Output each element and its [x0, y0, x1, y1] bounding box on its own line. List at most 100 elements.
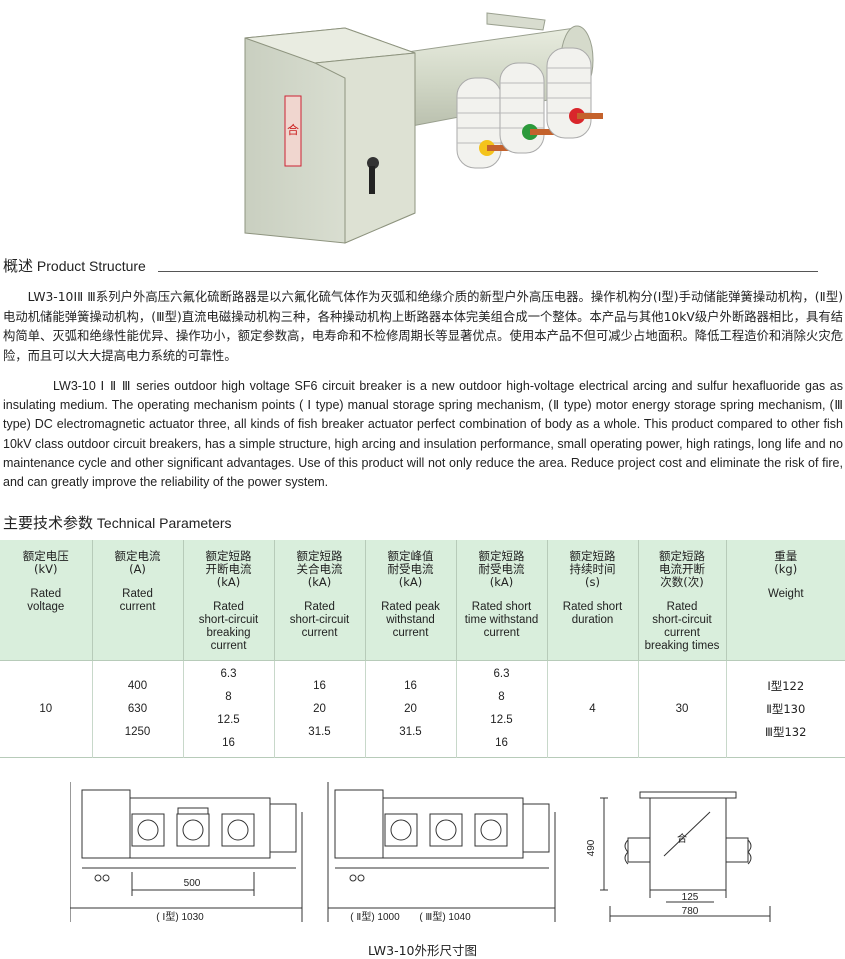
header-line: 额定电流 — [114, 549, 161, 563]
header-line: 额定短路 — [478, 549, 525, 563]
header-line: time withstand — [464, 614, 539, 626]
header-line: duration — [571, 614, 614, 626]
dim-width-780: 780 — [682, 906, 699, 917]
table-cell: 30 — [637, 660, 726, 758]
header-line: 额定短路 — [296, 549, 343, 563]
column-header: 重量(kg) Weight — [725, 540, 845, 661]
table-cell: 10 — [0, 660, 92, 758]
cell-value: 8 — [225, 691, 232, 703]
cell-value: 16 — [404, 679, 417, 692]
dim-type-3: ( Ⅲ型) 1040 — [419, 910, 471, 923]
column-header-zh: 额定短路开断电流(kA) — [186, 550, 272, 589]
cell-value: 6.3 — [493, 668, 510, 680]
drawing-side-view — [600, 791, 771, 922]
header-line: 电流开断 — [659, 562, 705, 576]
cell-value: Ⅲ型132 — [765, 724, 807, 739]
header-line: breaking times — [644, 640, 720, 652]
header-line: short-circuit — [289, 614, 350, 626]
dim-500: 500 — [184, 878, 201, 889]
cell-value: 8 — [498, 691, 505, 703]
column-header-zh: 额定短路电流开断次数(次) — [641, 550, 724, 589]
cell-value: 12.5 — [217, 714, 240, 726]
header-line: (kg) — [774, 562, 798, 576]
photo-stamp: 合 — [287, 122, 299, 137]
header-line: Rated — [122, 588, 153, 600]
header-line: Rated — [30, 588, 62, 600]
header-line: Weight — [767, 588, 804, 600]
cell-value: 400 — [127, 679, 148, 692]
header-line: withstand — [386, 614, 435, 626]
column-header-zh: 额定电压(kV) — [2, 550, 90, 576]
column-header-zh: 额定电流(A) — [95, 550, 181, 576]
heading-zh: 概述 — [3, 257, 34, 275]
intro-paragraph-en: LW3-10 Ⅰ Ⅱ Ⅲ series outdoor high voltage… — [3, 379, 843, 490]
cell-value: 20 — [404, 702, 417, 715]
header-line: current — [392, 627, 429, 639]
header-line: current — [664, 627, 700, 639]
outline-drawings: 500 ( Ⅰ型) 1030 ( Ⅱ型) 1000 ( Ⅲ型) 1040 490… — [70, 782, 771, 923]
header-line: 开断电流 — [205, 562, 252, 576]
header-line: Rated peak — [381, 601, 440, 613]
drawing-caption: LW3-10外形尺寸图 — [367, 943, 478, 958]
dim-125: 125 — [682, 892, 699, 903]
header-line: current — [119, 601, 156, 613]
header-line: (kA) — [398, 575, 423, 589]
header-line: 额定短路 — [659, 549, 705, 563]
header-line: 额定电压 — [22, 549, 69, 563]
column-header-zh: 额定峰值耐受电流(kA) — [368, 550, 454, 589]
heading-rule — [158, 271, 818, 272]
heading-en: Technical Parameters — [96, 515, 232, 531]
cell-value: 10 — [39, 702, 53, 715]
cell-value: 20 — [313, 702, 326, 715]
header-line: Rated — [213, 601, 244, 613]
header-line: (kA) — [216, 575, 241, 589]
heading-zh: 主要技术参数 — [3, 514, 94, 532]
column-header-en: Weight — [729, 588, 844, 601]
header-line: breaking — [206, 627, 251, 639]
dim-height-490: 490 — [586, 839, 597, 856]
cell-value: 30 — [675, 702, 689, 715]
header-line: short-circuit — [652, 614, 712, 626]
cell-value: 16 — [313, 679, 326, 692]
header-line: (kV) — [34, 562, 58, 576]
header-line: 持续时间 — [569, 562, 616, 576]
header-line: Rated — [666, 601, 698, 613]
drawing-type-1 — [70, 782, 303, 922]
header-line: 耐受电流 — [387, 562, 434, 576]
header-line: 额定峰值 — [387, 549, 434, 563]
column-header-zh: 额定短路耐受电流(kA) — [459, 550, 545, 589]
column-header-zh: 额定短路关合电流(kA) — [277, 550, 363, 589]
cell-value: Ⅱ型130 — [766, 701, 806, 716]
header-line: 关合电流 — [296, 562, 343, 576]
column-header-zh: 额定短路持续时间(s) — [550, 550, 636, 589]
cell-value: 4 — [589, 702, 596, 715]
table-cell: 4 — [546, 660, 638, 758]
header-line: Rated — [304, 601, 335, 613]
header-line: short-circuit — [198, 614, 259, 626]
header-line: 次数(次) — [660, 575, 704, 589]
header-line: 额定短路 — [569, 549, 616, 563]
intro-paragraph-zh: LW3-10ⅠⅡ Ⅲ系列户外高压六氟化硫断路器是以六氟化硫气体作为灭弧和绝缘介质… — [3, 290, 843, 363]
column-header-zh: 重量(kg) — [729, 550, 844, 576]
header-line: voltage — [27, 601, 65, 613]
